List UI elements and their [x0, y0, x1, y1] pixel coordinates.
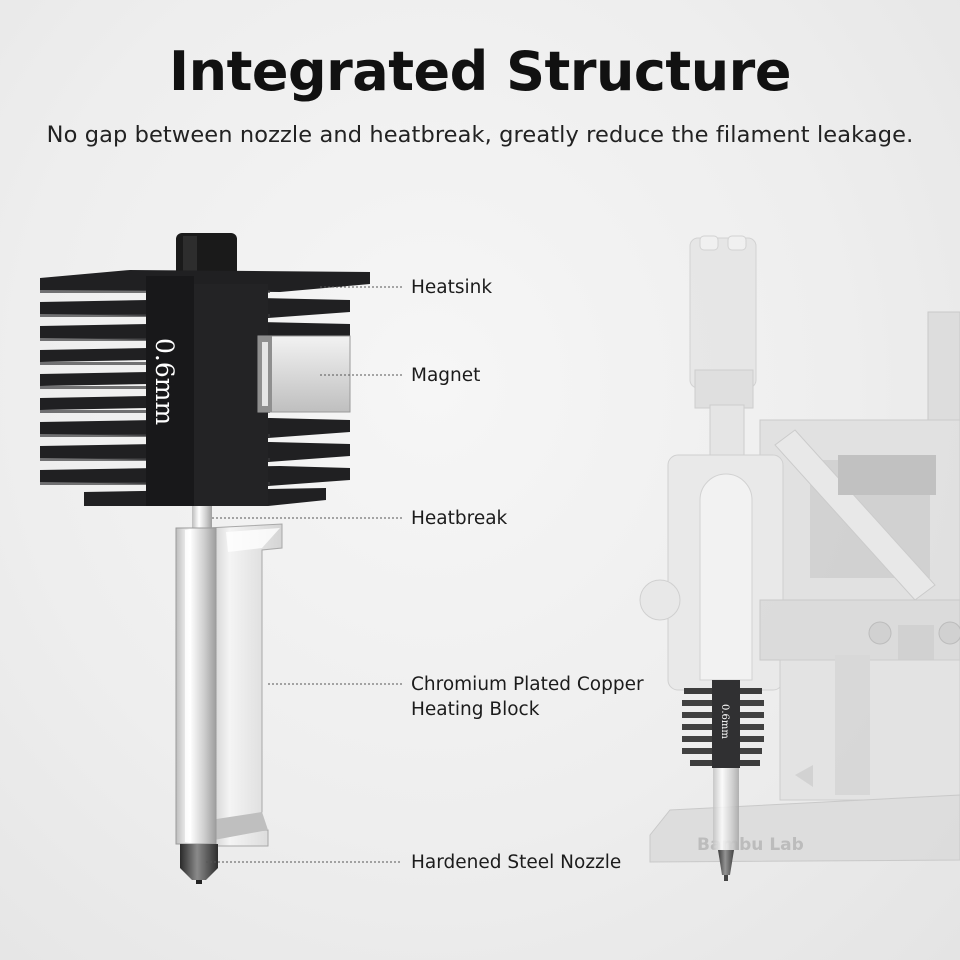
callout-heatsink: Heatsink	[411, 277, 493, 298]
heatbreak	[192, 506, 212, 528]
callout-heatbreak: Heatbreak	[411, 508, 508, 529]
magnet	[257, 335, 351, 413]
heating-block	[175, 523, 283, 847]
callout-nozzle: Hardened Steel Nozzle	[411, 852, 622, 873]
callout-heating-block-line1: Chromium Plated Copper	[411, 674, 644, 695]
callout-magnet: Magnet	[411, 365, 481, 386]
printer-size-marking: 0.6mm	[719, 704, 730, 739]
printer-toolhead: Bambu Lab 0.6mm	[639, 235, 960, 881]
page-title: Integrated Structure	[169, 40, 791, 103]
callout-heating-block: Chromium Plated Copper Heating Block	[411, 672, 644, 722]
printer-hotend-heatsink: 0.6mm	[682, 680, 764, 768]
page-subtitle: No gap between nozzle and heatbreak, gre…	[46, 122, 914, 148]
nozzle	[180, 844, 218, 884]
callout-heating-block-line2: Heating Block	[411, 699, 540, 720]
hotend-size-marking: 0.6mm	[150, 338, 179, 425]
hotend: 0.6mm	[40, 233, 370, 884]
